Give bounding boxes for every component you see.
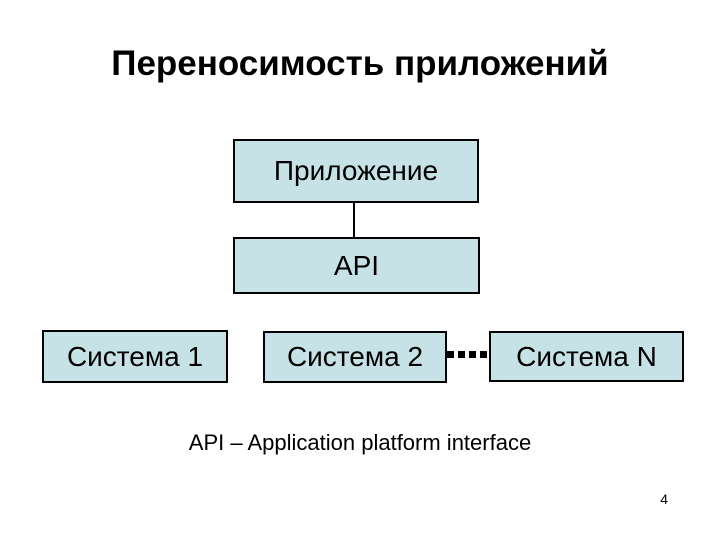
diagram-node-system-n-label: Система N [516, 340, 657, 372]
diagram-node-application: Приложение [233, 139, 479, 203]
diagram-node-system-2-label: Система 2 [286, 341, 424, 372]
diagram-node-api-label: API [333, 249, 380, 281]
connector-app-api-line [353, 202, 355, 238]
api-definition-caption: API – Application platform interface [188, 430, 532, 455]
slide-title: Переносимость приложений [111, 44, 609, 83]
diagram-node-application-label: Приложение [273, 155, 439, 186]
diagram-node-system-2: Система 2 [263, 331, 447, 383]
diagram-node-system-n: Система N [489, 331, 684, 382]
diagram-node-system-1: Система 1 [42, 330, 228, 383]
diagram-node-system-1-label: Система 1 [66, 340, 204, 372]
page-number: 4 [660, 491, 668, 507]
ellipsis-dashes [447, 351, 488, 358]
diagram-node-api: API [233, 237, 480, 294]
